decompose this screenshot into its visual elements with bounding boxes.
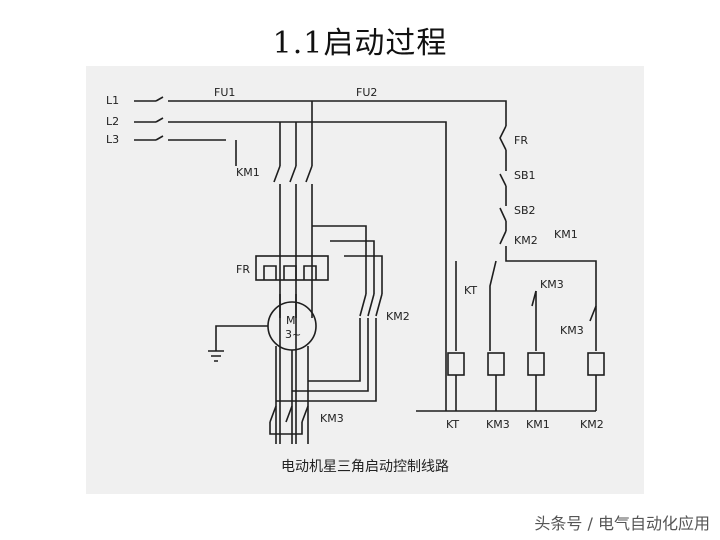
km3-contacts bbox=[269, 405, 309, 423]
sb2-contact bbox=[499, 196, 507, 231]
delta-return bbox=[276, 318, 377, 402]
km2-nc-contact bbox=[499, 230, 597, 291]
delta-branch bbox=[312, 225, 383, 294]
fr-thermal-elements bbox=[263, 265, 317, 280]
diagram-background bbox=[86, 66, 644, 494]
star-point bbox=[269, 422, 303, 435]
km3-km1-contacts bbox=[531, 290, 597, 322]
label-km3-nc: KM3 bbox=[560, 324, 584, 337]
three-phase-bus bbox=[168, 100, 416, 141]
label-km1-main: KM1 bbox=[236, 166, 260, 179]
label-fr-main: FR bbox=[236, 263, 250, 276]
control-branches bbox=[455, 260, 597, 351]
label-kt-ctrl: KT bbox=[464, 284, 477, 297]
phase-link bbox=[214, 139, 237, 166]
label-km2-main: KM2 bbox=[386, 310, 410, 323]
label-fu2: FU2 bbox=[356, 86, 377, 99]
supply-lead-lines bbox=[134, 100, 156, 141]
label-coil-km3: KM3 bbox=[486, 418, 510, 431]
label-coil-km2: KM2 bbox=[580, 418, 604, 431]
label-sb1: SB1 bbox=[514, 169, 536, 182]
control-feed bbox=[416, 100, 507, 411]
km1-contacts bbox=[273, 165, 313, 183]
km2-contacts bbox=[359, 293, 383, 317]
label-l3: L3 bbox=[106, 133, 119, 146]
label-sb2: SB2 bbox=[514, 204, 536, 217]
supply-switch-marks bbox=[155, 96, 164, 141]
watermark: 头条号 / 电气自动化应用 bbox=[534, 514, 710, 533]
label-l1: L1 bbox=[106, 94, 119, 107]
phase-drops bbox=[279, 101, 313, 166]
diagram-caption: 电动机星三角启动控制线路 bbox=[281, 459, 449, 475]
label-fr-ctrl: FR bbox=[514, 134, 528, 147]
fr-thermal-box bbox=[255, 255, 329, 281]
label-coil-kt: KT bbox=[446, 418, 459, 431]
label-l2: L2 bbox=[106, 115, 119, 128]
label-km1-ctrl: KM1 bbox=[554, 228, 578, 241]
ground-wire bbox=[208, 325, 268, 362]
slide-title: 1.1启动过程 bbox=[272, 26, 448, 61]
label-fu1: FU1 bbox=[214, 86, 235, 99]
circuit-diagram-panel: L1 L2 L3 FU1 FU2 KM1 FR M 3~ KM2 KM3 FR … bbox=[86, 66, 644, 494]
circuit-diagram: L1 L2 L3 FU1 FU2 KM1 FR M 3~ KM2 KM3 FR … bbox=[86, 66, 644, 494]
motor-terminals-bottom bbox=[275, 346, 309, 444]
sb1-contact bbox=[499, 161, 507, 196]
control-return bbox=[416, 375, 597, 412]
label-coil-km1: KM1 bbox=[526, 418, 550, 431]
fr-nc-contact bbox=[499, 125, 507, 161]
label-km3-main: KM3 bbox=[320, 412, 344, 425]
label-motor-name: M bbox=[286, 314, 296, 327]
label-motor-type: 3~ bbox=[285, 328, 301, 341]
label-km2-ctrl: KM2 bbox=[514, 234, 538, 247]
label-km3-ctrl: KM3 bbox=[540, 278, 564, 291]
